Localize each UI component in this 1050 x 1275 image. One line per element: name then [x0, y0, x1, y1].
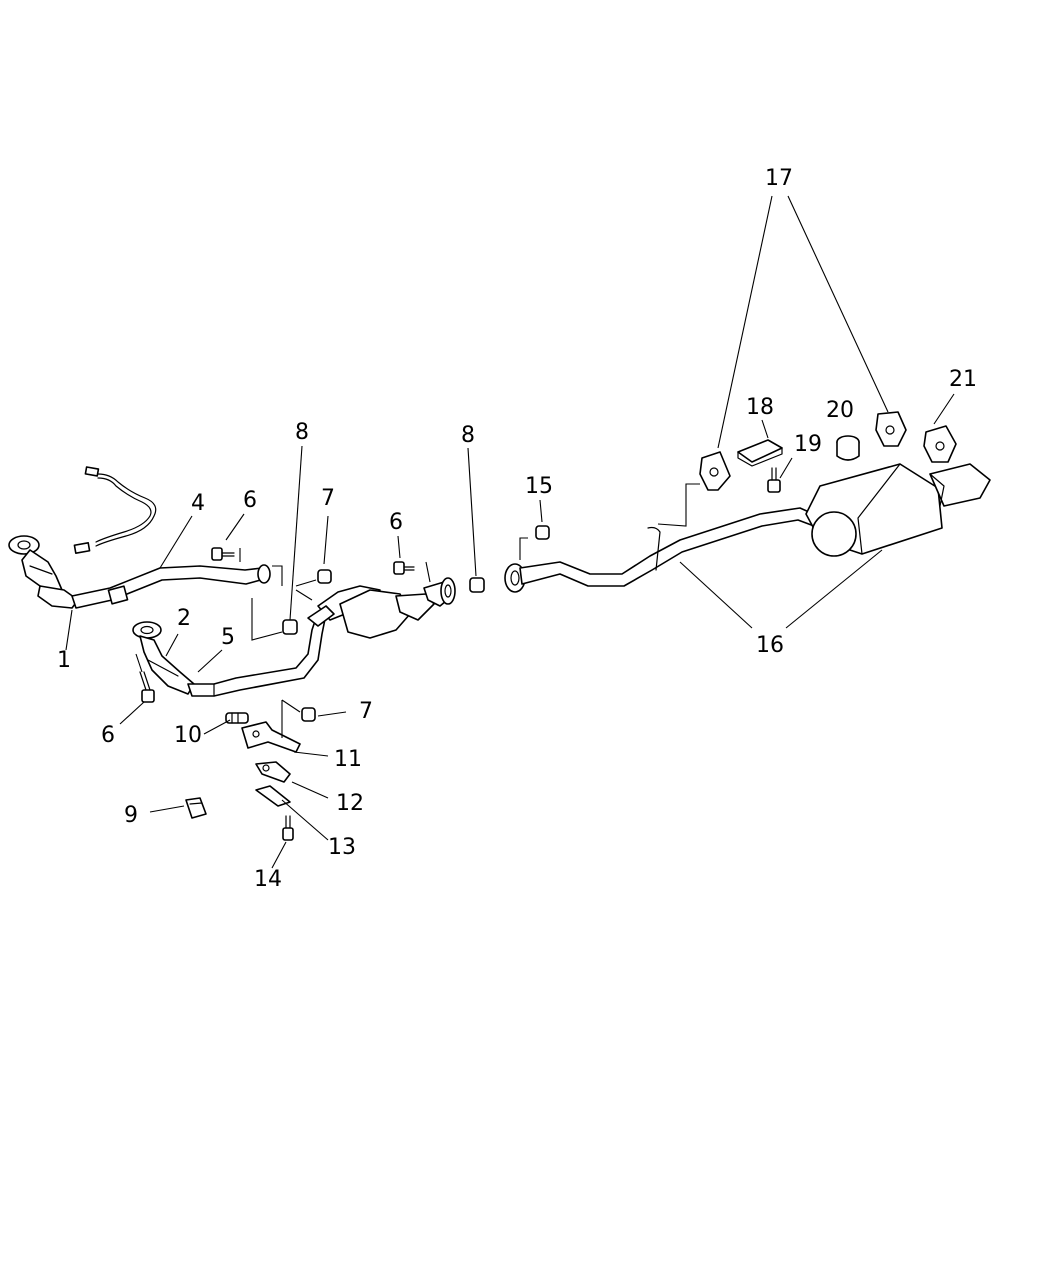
part-15-nut [535, 525, 550, 540]
part-17-hanger-b [875, 411, 907, 447]
muffler [805, 463, 991, 557]
oxygen-sensor [73, 466, 157, 554]
part-6-bolt-c [139, 671, 155, 703]
callout-9: 9 [124, 803, 138, 828]
part-14-bolt [282, 815, 294, 841]
callout-6-c: 6 [101, 723, 115, 748]
part-4-pipe [71, 564, 271, 609]
callout-leaders [65, 195, 955, 869]
callout-18: 18 [746, 395, 774, 420]
part-6-bolt-a [211, 547, 235, 561]
callout-17: 17 [765, 166, 793, 191]
callout-labels: 1 2 4 5 6 6 6 7 7 8 8 9 10 11 12 13 14 1… [57, 166, 977, 892]
part-1-converter-left [8, 535, 79, 609]
part-19-bolt [767, 467, 781, 493]
part-2-converter-right [132, 621, 195, 695]
callout-11: 11 [334, 747, 362, 772]
part-6-bolt-b [393, 561, 415, 575]
part-17-hanger-a [699, 451, 731, 491]
callout-13: 13 [328, 835, 356, 860]
callout-4: 4 [191, 491, 205, 516]
callout-12: 12 [336, 791, 364, 816]
callout-6-a: 6 [243, 488, 257, 513]
callout-1: 1 [57, 648, 71, 673]
part-9-clip [185, 797, 207, 819]
part-16-intermediate-pipe [504, 507, 819, 593]
callout-15: 15 [525, 474, 553, 499]
callout-20: 20 [826, 398, 854, 423]
callout-2: 2 [177, 606, 191, 631]
part-11-bracket [241, 721, 301, 753]
callout-8-a: 8 [295, 420, 309, 445]
part-12-insulator [255, 761, 291, 783]
callout-16: 16 [756, 633, 784, 658]
part-8-gasket-b [469, 577, 485, 593]
callout-21: 21 [949, 367, 977, 392]
part-7-nut-a [317, 569, 332, 584]
part-21-hanger [923, 425, 957, 463]
part-8-gasket-a [282, 619, 298, 635]
callout-10: 10 [174, 723, 202, 748]
callout-5: 5 [221, 625, 235, 650]
callout-7-b: 7 [359, 699, 373, 724]
callout-6-b: 6 [389, 510, 403, 535]
callout-8-b: 8 [461, 423, 475, 448]
part-10-stud [225, 712, 249, 724]
part-7-nut-b [301, 707, 316, 722]
callout-14: 14 [254, 867, 282, 892]
callout-7-a: 7 [321, 486, 335, 511]
part-20-isolator [836, 435, 860, 461]
part-13-bracket [255, 785, 291, 807]
callout-19: 19 [794, 432, 822, 457]
catalytic-converter-assembly [307, 577, 456, 639]
part-18-bracket [737, 439, 783, 467]
part-5-y-pipe [187, 611, 327, 697]
